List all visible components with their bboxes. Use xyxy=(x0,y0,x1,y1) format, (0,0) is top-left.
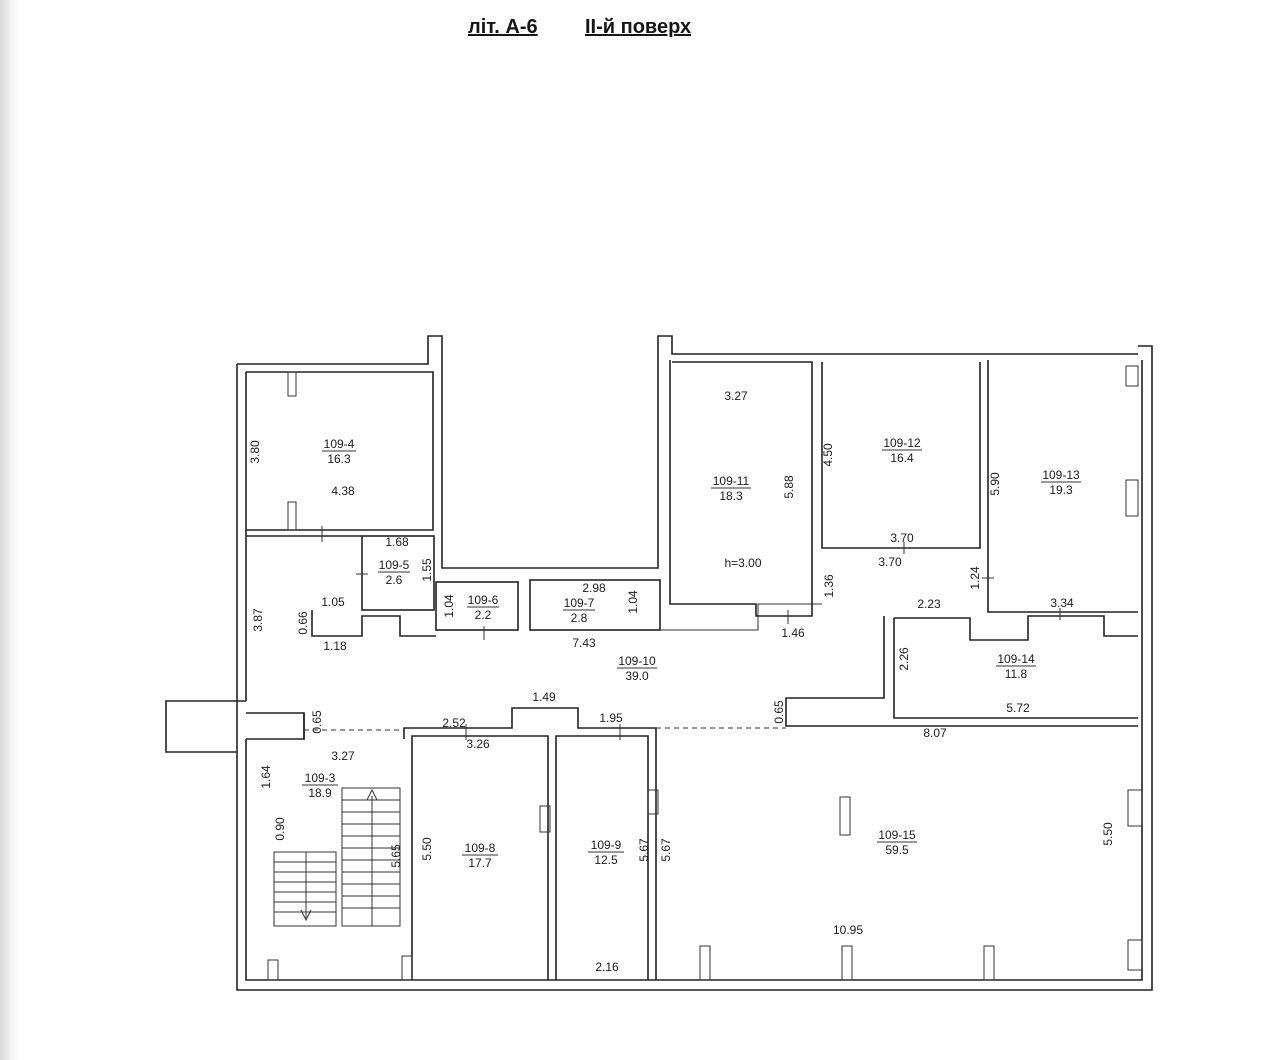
dimension-label: 5.67 xyxy=(637,838,651,862)
dimension-label: 5.67 xyxy=(659,838,673,862)
room-109-11-number: 109-11 xyxy=(713,474,750,488)
room-109-7-number: 109-7 xyxy=(564,596,595,610)
room-labels: 109-4 16.3 109-5 2.6 109-6 2.2 109-7 2.8… xyxy=(302,436,1081,870)
room-109-5-number: 109-5 xyxy=(379,558,410,572)
staircase xyxy=(273,787,401,927)
dimension-label: 1.04 xyxy=(626,590,640,614)
dimension-label: 1.68 xyxy=(385,535,409,549)
dimension-label: h=3.00 xyxy=(724,556,761,570)
dimension-label: 0.65 xyxy=(772,700,786,724)
dimension-label: 1.04 xyxy=(442,594,456,618)
room-109-5-area: 2.6 xyxy=(386,573,403,587)
dimension-label: 1.64 xyxy=(259,765,273,789)
room-109-4-number: 109-4 xyxy=(324,437,355,451)
dimension-label: 1.55 xyxy=(420,558,434,582)
room-109-8-number: 109-8 xyxy=(465,841,496,855)
dimension-label: 4.38 xyxy=(331,484,355,498)
room-109-15-area: 59.5 xyxy=(885,843,909,857)
dimension-label: 0.90 xyxy=(273,817,287,841)
room-109-14-area: 11.8 xyxy=(1005,667,1028,681)
dimension-label: 3.26 xyxy=(466,737,490,751)
dimension-label: 1.36 xyxy=(822,574,836,598)
dimension-label: 1.05 xyxy=(321,595,345,609)
dimension-label: 0.66 xyxy=(296,611,310,635)
dimension-label: 2.26 xyxy=(897,647,911,671)
dimension-labels: 4.38 1.68 1.05 1.18 2.98 7.43 3.27 h=3.0… xyxy=(248,389,1115,974)
dimension-label: 2.16 xyxy=(595,960,619,974)
dimension-label: 3.70 xyxy=(890,531,914,545)
plan-title: літ. А-6 ІІ-й поверх xyxy=(0,16,1280,50)
room-109-12-area: 16.4 xyxy=(890,451,914,465)
dimension-label: 3.87 xyxy=(251,608,265,632)
dimension-label: 3.80 xyxy=(248,440,262,464)
room-109-8-area: 17.7 xyxy=(468,856,492,870)
dimension-label: 3.27 xyxy=(331,749,355,763)
room-109-9-area: 12.5 xyxy=(594,853,618,867)
room-109-15-number: 109-15 xyxy=(878,828,916,842)
dimension-label: 5.72 xyxy=(1006,701,1030,715)
dimension-label: 1.24 xyxy=(968,566,982,590)
interior-walls xyxy=(246,360,1143,981)
room-109-4-area: 16.3 xyxy=(327,452,351,466)
dimension-label: 7.43 xyxy=(572,636,596,650)
dimension-label: 2.52 xyxy=(442,716,466,730)
floor-label: ІІ-й поверх xyxy=(585,16,692,38)
room-109-6-number: 109-6 xyxy=(468,593,499,607)
dimension-label: 3.70 xyxy=(878,555,902,569)
scan-page-edge xyxy=(0,0,20,1060)
dimension-label: 5.50 xyxy=(420,837,434,861)
dimension-label: 1.46 xyxy=(781,626,805,640)
room-109-11-area: 18.3 xyxy=(719,489,743,503)
outer-walls xyxy=(165,335,1153,991)
dimension-label: 10.95 xyxy=(833,923,863,937)
dimension-label: 1.49 xyxy=(532,690,556,704)
dimension-label: 2.23 xyxy=(917,597,941,611)
dimension-label: 5.90 xyxy=(988,472,1002,496)
building-letter-label: літ. А-6 xyxy=(468,16,538,38)
dimension-label: 5.88 xyxy=(782,475,796,499)
dimension-label: 1.95 xyxy=(599,711,623,725)
room-109-3-area: 18.9 xyxy=(308,786,332,800)
room-109-10-area: 39.0 xyxy=(625,669,649,683)
dimension-label: 4.50 xyxy=(821,443,835,467)
room-109-10-number: 109-10 xyxy=(618,654,656,668)
dimension-label: 8.07 xyxy=(923,726,947,740)
room-109-12-number: 109-12 xyxy=(883,436,921,450)
dimension-label: 0.65 xyxy=(310,710,324,734)
dimension-label: 5.50 xyxy=(1101,822,1115,846)
dimension-label: 3.34 xyxy=(1050,596,1074,610)
dimension-label: 1.18 xyxy=(323,639,347,653)
dimension-label: 3.27 xyxy=(724,389,748,403)
room-109-13-number: 109-13 xyxy=(1042,468,1080,482)
room-109-3-number: 109-3 xyxy=(305,771,336,785)
room-109-6-area: 2.2 xyxy=(475,608,492,622)
room-109-14-number: 109-14 xyxy=(997,652,1035,666)
dimension-label: 2.98 xyxy=(582,581,606,595)
room-109-13-area: 19.3 xyxy=(1049,483,1073,497)
room-109-7-area: 2.8 xyxy=(571,611,588,625)
room-109-9-number: 109-9 xyxy=(591,838,622,852)
dimension-label: 5.65 xyxy=(389,844,403,868)
